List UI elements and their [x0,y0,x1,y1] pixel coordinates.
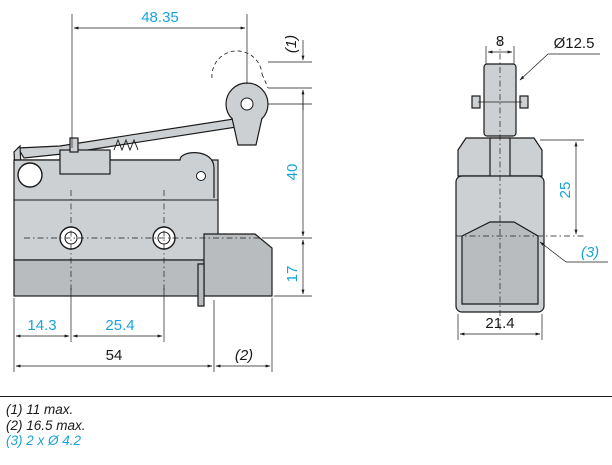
dim-diameter-12-5: Ø12.5 [554,35,595,52]
dim-25: 25 [557,182,574,199]
dim-14-3: 14.3 [27,317,56,334]
cable-gland [197,233,273,307]
dim-note-3: (3) [581,244,599,261]
roller-dashed-position [211,50,269,89]
dim-40: 40 [284,164,301,181]
note-3: (3) 2 x Ø 4.2 [6,433,82,449]
technical-drawing: 48.35 (1) 40 17 14.3 25.4 54 (2) [13,9,608,372]
front-view: 48.35 (1) 40 17 14.3 25.4 54 (2) [13,9,312,372]
roller [225,82,269,146]
dim-note-2: (2) [235,347,253,364]
dim-8: 8 [496,33,504,50]
note-1: (1) 11 max. [6,402,74,417]
side-view: 8 Ø12.5 25 (3) 21.4 [455,33,608,340]
dim-note-1: (1) [283,35,300,53]
dim-54: 54 [106,347,123,364]
spring [113,138,139,152]
notes-separator [0,396,612,397]
dim-48-35: 48.35 [141,9,179,26]
dim-17: 17 [284,266,301,283]
notes-block: (1) 11 max. (2) 16.5 max. (3) 2 x Ø 4.2 [6,402,86,449]
note-2: (2) 16.5 max. [6,417,86,433]
dim-25-4: 25.4 [105,317,134,334]
housing [13,137,219,297]
dim-21-4: 21.4 [485,315,514,332]
